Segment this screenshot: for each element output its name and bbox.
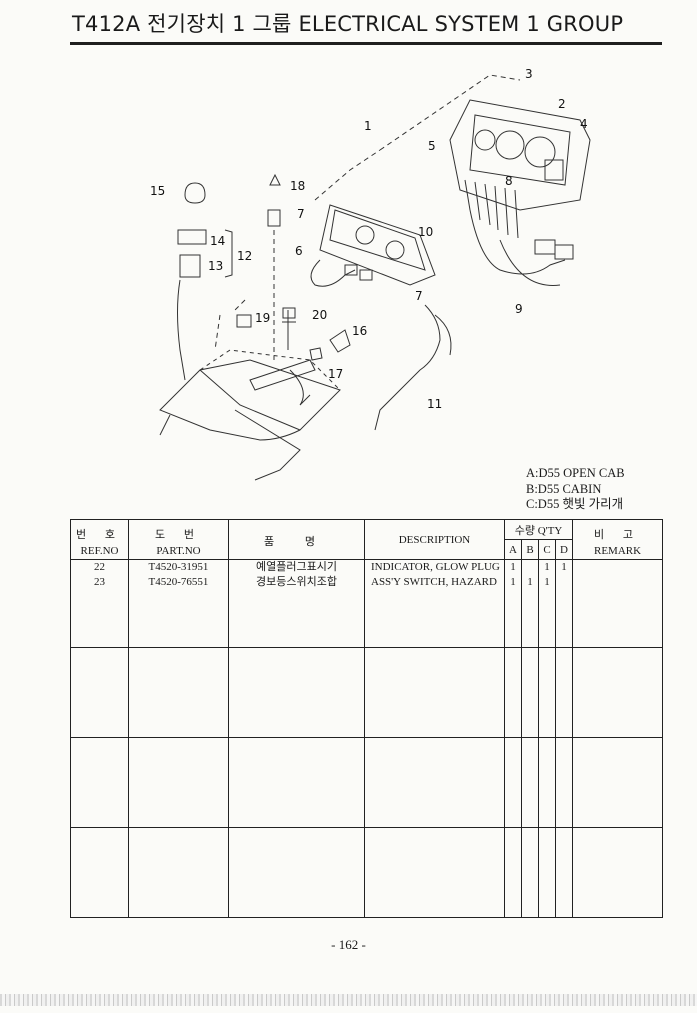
callout-5: 5 (428, 139, 436, 153)
legend-item-a: A:D55 OPEN CAB (526, 466, 625, 480)
name-ko-header-text: 품 명 (264, 536, 329, 548)
callout-2: 2 (558, 97, 566, 111)
table-row-empty (70, 737, 664, 828)
callout-13: 13 (208, 259, 223, 273)
description-header: DESCRIPTION (364, 519, 505, 560)
cluster-housing (449, 99, 591, 211)
table-row-qty-a: 1 (510, 561, 516, 573)
callout-6: 6 (295, 244, 303, 258)
title-divider (70, 42, 662, 45)
ref-no-header: 번 호 REF.NO (70, 519, 129, 560)
qty-col-c: C (538, 539, 556, 560)
table-row-part: T4520-76551 (148, 576, 209, 588)
qty-c-cell: 1 1 (538, 559, 556, 648)
legend-item-b: B:D55 CABIN (526, 481, 602, 496)
callout-18: 18 (290, 179, 305, 193)
callout-8: 8 (505, 174, 513, 188)
table-row-qty-d: 1 (561, 561, 567, 573)
callout-11: 11 (427, 397, 442, 411)
legend-item-c: C:D55 햇빛 가리개 (526, 497, 624, 511)
scan-edge-band (0, 994, 697, 1006)
name-ko-cell: 예열플러그표시기 경보등스위치조합 (228, 559, 365, 648)
table-row-name-ko: 예열플러그표시기 (256, 561, 337, 573)
part-no-header: 도 번 PART.NO (128, 519, 229, 560)
table-row-description: INDICATOR, GLOW PLUG (371, 561, 500, 573)
page-number: - 162 - (331, 937, 366, 952)
callout-12: 12 (237, 249, 252, 263)
callout-14: 14 (210, 234, 225, 248)
callout-10: 10 (418, 225, 433, 239)
part-no-header-en: PART.NO (156, 544, 201, 557)
table-row-ref: 23 (94, 576, 105, 588)
callout-20: 20 (312, 308, 327, 322)
qty-d-cell: 1 (554, 559, 574, 648)
callout-7b: 7 (415, 289, 423, 303)
description-header-text: DESCRIPTION (398, 533, 471, 546)
table-row-remark (573, 575, 662, 590)
remark-header-en: REMARK (594, 544, 642, 557)
ref-cell: 22 23 (70, 559, 129, 648)
table-row-qty-b (522, 560, 538, 575)
table-row-empty (70, 827, 664, 918)
qty-col-a: A (504, 539, 522, 560)
qty-b-cell: 1 (521, 559, 539, 648)
callout-4: 4 (580, 117, 588, 131)
callout-1: 1 (364, 119, 372, 133)
table-row-qty-d (556, 575, 572, 590)
callout-17: 17 (328, 367, 343, 381)
page-title: T412A 전기장치 1 그룹 ELECTRICAL SYSTEM 1 GROU… (72, 12, 624, 36)
qty-col-d: D (554, 539, 574, 560)
qty-header: 수량 Q'TY (503, 519, 574, 540)
table-row-qty-c: 1 (544, 561, 550, 573)
part-cell: T4520-31951 T4520-76551 (128, 559, 229, 648)
table-row-name-ko: 경보등스위치조합 (256, 576, 337, 588)
table-row-description: ASS'Y SWITCH, HAZARD (371, 576, 497, 588)
model-legend: A:D55 OPEN CAB B:D55 CABIN C:D55 햇빛 가리개 (526, 466, 625, 513)
ref-no-header-ko: 번 호 (76, 528, 123, 541)
parts-table: 번 호 REF.NO 도 번 PART.NO 품 명 DESCRIPTION 수… (70, 519, 664, 918)
table-row-remark (573, 560, 662, 575)
table-row-part: T4520-31951 (148, 561, 209, 573)
part-no-header-ko: 도 번 (155, 528, 202, 541)
table-row-empty (70, 647, 664, 738)
remark-header-ko: 비 고 (594, 528, 642, 541)
table-row-qty-a: 1 (510, 576, 516, 588)
name-ko-header: 품 명 (228, 519, 365, 560)
parts-diagram: 3 2 4 5 1 8 18 7 10 6 7 9 15 14 12 13 19… (150, 67, 591, 481)
table-row-qty-c: 1 (544, 576, 550, 588)
table-row-qty-b: 1 (527, 576, 533, 588)
callout-7a: 7 (297, 207, 305, 221)
callout-15: 15 (150, 184, 165, 198)
qty-col-b: B (521, 539, 539, 560)
table-row-ref: 22 (94, 561, 105, 573)
remark-cell (572, 559, 664, 648)
remark-header: 비 고 REMARK (572, 519, 664, 560)
callout-9: 9 (515, 302, 523, 316)
callout-19: 19 (255, 311, 270, 325)
description-cell: INDICATOR, GLOW PLUG ASS'Y SWITCH, HAZAR… (364, 559, 505, 648)
ref-no-header-en: REF.NO (80, 544, 119, 557)
callout-16: 16 (352, 324, 367, 338)
callout-3: 3 (525, 67, 533, 81)
qty-a-cell: 1 1 (504, 559, 522, 648)
